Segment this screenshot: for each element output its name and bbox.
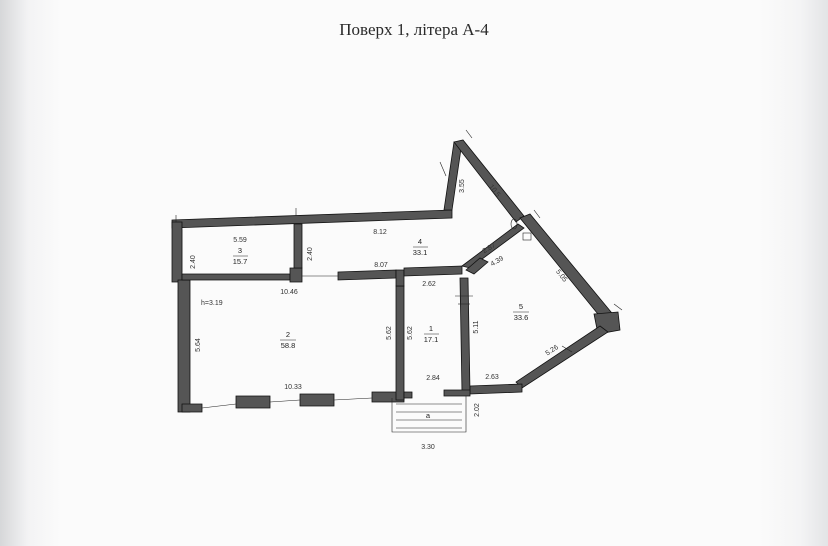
dim-r2-top: 10.46 [280,289,298,296]
room-3-area: 15.7 [233,257,248,266]
room-2-number: 2 [286,330,290,339]
wall-left-bottom [177,279,191,413]
dim-r4-top: 8.12 [373,229,387,236]
room-labels: 3 15.7 4 33.1 2 58.8 1 17.1 5 33.6 h=3.1… [201,237,529,420]
wall-r2-r1 [395,285,405,401]
dim-r3-width: 5.59 [233,237,247,244]
room-5-area: 33.6 [514,313,529,322]
wall-bottom-3 [299,393,335,407]
room-1-number: 1 [429,324,433,333]
room-5-number: 5 [519,302,523,311]
wall-mid-5 [403,265,463,277]
dim-r4-diag2: 4.39 [490,255,505,268]
wall-top-rise [443,141,463,211]
dim-top-short: 3.55 [459,179,466,193]
wall-corridor-bottom-l [403,391,413,399]
wall-corridor-bottom-r [443,389,471,397]
room-1-area: 17.1 [424,335,439,344]
wall-r1-r5 [459,277,471,393]
dim-r1-left: 5.62 [407,326,414,340]
wall-mid-4 [395,269,405,287]
wall-bottom-2 [235,395,271,409]
wall-lower-right [515,325,609,389]
wall-bottom-1 [181,403,203,413]
dim-r5-bottom: 2.63 [485,374,499,381]
dim-porch-width: 3.30 [421,444,435,451]
room-4-number: 4 [418,237,422,246]
dim-r3-r4-wall: 2.40 [307,247,314,261]
room-2-area: 58.8 [281,341,296,350]
thin-lines [175,129,623,433]
dim-r5-left: 5.11 [473,320,480,333]
walls [171,139,621,413]
dim-r2-left: 5.64 [195,338,202,352]
wall-mid-3 [337,269,397,281]
entrance-label: а [426,411,431,420]
dim-porch-height: 2.02 [474,403,481,417]
dim-r2-bottom: 10.33 [284,384,302,391]
dim-r2-right: 5.62 [386,326,393,340]
wall-top [171,209,453,229]
wall-right-slant [519,213,617,325]
wall-bottom-right [469,383,523,395]
room-4-area: 33.1 [413,248,428,257]
dim-r3-height: 2.40 [190,255,197,269]
wall-r4-r5 [461,223,525,269]
room-3-number: 3 [238,246,242,255]
wall-mid-2 [289,267,303,283]
dim-r1-top: 2.62 [422,281,436,288]
dim-r1-bottom: 2.84 [426,375,440,382]
dim-r4-bottom: 8.07 [374,262,388,269]
wall-r4-r5b [465,257,489,275]
height-label: h=3.19 [201,300,223,307]
wall-r3-r4 [293,223,303,269]
wall-mid-1 [181,273,291,281]
wall-left-top [171,221,183,283]
page-title: Поверх 1, літера А-4 [339,20,489,39]
